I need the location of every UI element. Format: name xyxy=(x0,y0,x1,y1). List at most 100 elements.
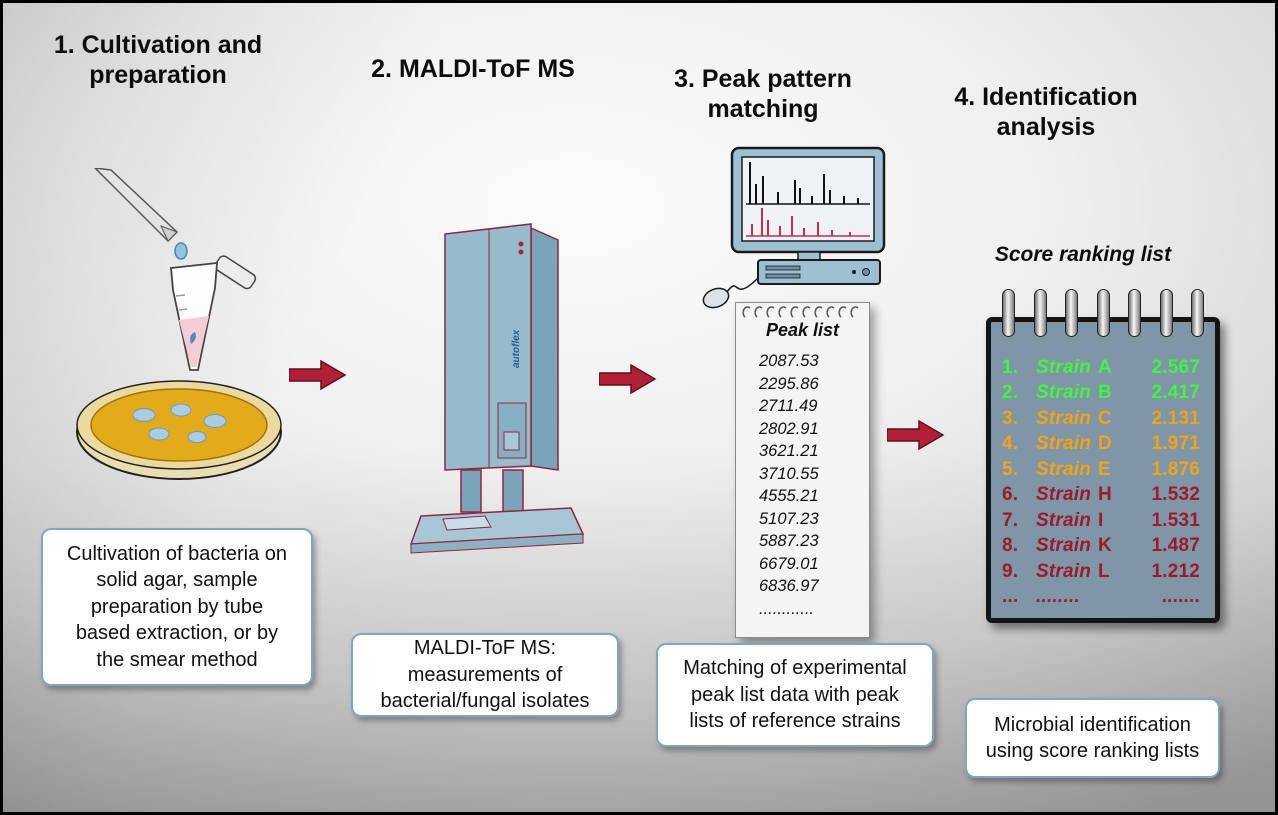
strain-score: 1.487 xyxy=(1151,535,1200,557)
computer-monitor-icon xyxy=(702,146,886,309)
strain-letter: E xyxy=(1098,458,1111,480)
ring-icon xyxy=(1128,289,1141,337)
ring-icon xyxy=(1033,289,1047,337)
rank-number: 3. xyxy=(1002,407,1019,429)
colony-icon xyxy=(132,408,156,422)
step2-title: 2. MALDI-ToF MS xyxy=(371,55,575,83)
petri-dish-icon xyxy=(76,380,282,480)
rank-number: 7. xyxy=(1002,509,1019,531)
strain-name: Strain xyxy=(1036,433,1092,455)
strain-score: 1.532 xyxy=(1151,484,1200,506)
colony-icon xyxy=(203,414,227,428)
rank-number: 8. xyxy=(1002,535,1019,557)
strain-name: Strain xyxy=(1036,535,1092,557)
strain-letter: C xyxy=(1098,407,1112,429)
torn-binding-marks-icon xyxy=(742,306,859,318)
strain-name: Strain xyxy=(1036,484,1092,506)
rank-row: 3. Strain C 2.131 xyxy=(998,406,1208,432)
step1-title: 1. Cultivation and preparation xyxy=(53,31,263,89)
rank-number: 4. xyxy=(1002,433,1019,455)
peak-value: 2295.86 xyxy=(759,374,819,393)
tube-cap-icon xyxy=(214,255,257,290)
ring-icon xyxy=(1191,289,1204,337)
rank-number: 6. xyxy=(1002,484,1019,506)
notebook-page xyxy=(986,317,1220,623)
strain-letter: D xyxy=(1098,433,1112,455)
strain-letter: K xyxy=(1098,535,1112,557)
peak-value: 3621.21 xyxy=(759,442,819,460)
mouse-icon xyxy=(702,287,730,309)
ring-icon xyxy=(1159,289,1173,337)
strain-letter: L xyxy=(1098,560,1110,582)
peak-value: 4555.21 xyxy=(759,487,819,505)
strain-name: Strain xyxy=(1036,356,1092,378)
ranking-rows: 1. Strain A 2.567 2. Strain B 2.417 3. S… xyxy=(998,355,1208,610)
red-spectrum-icon xyxy=(751,208,851,236)
pipette-tube-icon xyxy=(93,168,257,371)
strain-letter: I xyxy=(1098,509,1104,531)
arrow-right-icon xyxy=(289,359,347,391)
strain-score: 1.531 xyxy=(1151,509,1200,531)
score-ranking-label: Score ranking list xyxy=(994,243,1172,266)
ring-icon xyxy=(1096,289,1110,337)
strain-score: 1.971 xyxy=(1151,433,1200,455)
strain-letter: H xyxy=(1098,484,1112,506)
peak-value: 2087.53 xyxy=(759,352,819,370)
peak-list-paper: Peak list 2087.53 2295.86 2711.49 2802.9… xyxy=(735,302,870,638)
peak-value: 2802.91 xyxy=(759,419,819,438)
colony-icon xyxy=(170,403,192,417)
peak-value: 3710.55 xyxy=(759,464,819,483)
rank-row: 4. Strain D 1.971 xyxy=(998,432,1208,458)
strain-score: 2.131 xyxy=(1151,407,1200,429)
spiral-rings-icon xyxy=(1002,289,1204,337)
step4-title: 4. Identification analysis xyxy=(954,83,1138,141)
peak-value: 2711.49 xyxy=(759,397,818,415)
peak-list-title: Peak list xyxy=(765,320,840,340)
strain-letter: A xyxy=(1098,356,1112,378)
step1-caption: Cultivation of bacteria on solid agar, s… xyxy=(41,528,313,686)
step4-caption: Microbial identification using score ran… xyxy=(965,698,1220,778)
strain-name: Strain xyxy=(1036,560,1092,582)
arrow-right-icon xyxy=(599,363,657,395)
step3-title: 3. Peak pattern matching xyxy=(674,65,852,123)
strain-score: 2.417 xyxy=(1151,382,1200,404)
rank-row: 7. Strain I 1.531 xyxy=(998,508,1208,534)
score-ranking-notebook: 1. Strain A 2.567 2. Strain B 2.417 3. S… xyxy=(986,289,1220,623)
strain-score: 1.212 xyxy=(1151,560,1200,582)
ring-icon xyxy=(1002,289,1015,337)
rank-row: 5. Strain E 1.876 xyxy=(998,457,1208,483)
strain-score: 1.876 xyxy=(1151,458,1200,480)
rank-number: 1. xyxy=(1002,356,1019,378)
strain-letter: B xyxy=(1098,382,1112,404)
strain-name: ........ xyxy=(1036,586,1080,608)
strain-name: Strain xyxy=(1036,509,1092,531)
black-spectrum-icon xyxy=(749,162,859,204)
ring-icon xyxy=(1065,289,1078,337)
colony-icon xyxy=(187,431,207,443)
strain-score: 2.567 xyxy=(1151,356,1200,378)
rank-row: 8. Strain K 1.487 xyxy=(998,534,1208,560)
colony-icon xyxy=(148,427,170,441)
rank-number: 2. xyxy=(1002,382,1019,404)
step2-caption: MALDI-ToF MS: measurements of bacterial/… xyxy=(351,633,619,717)
strain-name: Strain xyxy=(1036,382,1092,404)
maldi-instrument-icon: autoflex xyxy=(409,223,585,554)
step3-caption: Matching of experimental peak list data … xyxy=(656,643,934,747)
rank-number: ... xyxy=(1002,586,1019,608)
strain-name: Strain xyxy=(1036,458,1092,480)
peak-value: ............ xyxy=(759,599,815,618)
rank-row: 1. Strain A 2.567 xyxy=(998,355,1208,381)
strain-score: ....... xyxy=(1161,586,1200,608)
arrow-right-icon xyxy=(887,419,945,451)
peak-list-values: 2087.53 2295.86 2711.49 2802.91 3621.21 … xyxy=(736,350,869,620)
peak-value: 5887.23 xyxy=(759,532,819,550)
rank-number: 5. xyxy=(1002,458,1019,480)
strain-name: Strain xyxy=(1036,407,1092,429)
rank-row: ... ........ ....... xyxy=(998,585,1208,611)
rank-row: 9. Strain L 1.212 xyxy=(998,559,1208,585)
rank-row: 6. Strain H 1.532 xyxy=(998,483,1208,509)
peak-value: 5107.23 xyxy=(759,509,819,528)
droplet-icon xyxy=(174,242,188,260)
peak-value: 6679.01 xyxy=(759,554,819,573)
